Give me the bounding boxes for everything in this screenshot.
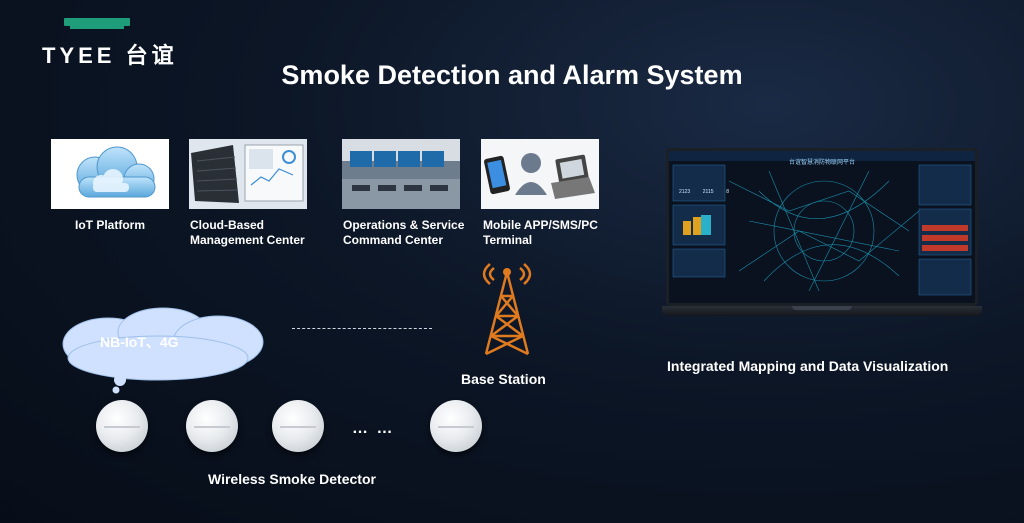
management-center-label: Cloud-Based Management Center <box>190 218 305 247</box>
stat-value: 2115 <box>702 189 714 195</box>
server-icon <box>191 144 304 203</box>
command-center-label: Operations & Service Command Center <box>343 218 465 247</box>
dashboard-title: 台谊智慧消防物联网平台 <box>788 160 855 166</box>
logo-text: TYEE 台谊 <box>42 43 178 68</box>
smoke-detector-icon <box>272 400 324 452</box>
control-room-icon <box>342 139 460 209</box>
base-station-label: Base Station <box>461 371 546 387</box>
network-label: NB-IoT、4G <box>100 334 179 350</box>
smoke-detector-icon <box>430 400 482 452</box>
map-visualization <box>669 151 975 296</box>
devices-icon <box>484 153 595 199</box>
logo-mark <box>64 18 130 29</box>
dashboard-stats: 2123 2115 8 <box>679 189 729 195</box>
smoke-detector-icon <box>186 400 238 452</box>
dashboard-screen: 台谊智慧消防物联网平台 2123 2115 8 <box>666 148 978 306</box>
network-cloud-icon <box>62 307 264 394</box>
stat-value: 8 <box>726 189 729 195</box>
page-title: Smoke Detection and Alarm System <box>281 60 743 90</box>
visualization-label: Integrated Mapping and Data Visualizatio… <box>667 358 949 374</box>
iot-platform-label: IoT Platform <box>75 218 146 232</box>
more-detectors-ellipsis: … … <box>352 420 395 437</box>
command-center-image <box>342 139 460 209</box>
terminal-image <box>481 139 599 209</box>
smoke-detector-icon <box>96 400 148 452</box>
tower-icon <box>482 263 532 356</box>
stat-value: 2123 <box>679 189 691 195</box>
company-logo: TYEE 台谊 <box>42 18 174 68</box>
laptop-base <box>662 306 982 316</box>
management-center-image <box>189 139 307 209</box>
detector-label: Wireless Smoke Detector <box>208 471 376 487</box>
connection-line <box>292 328 432 329</box>
laptop-dashboard: 台谊智慧消防物联网平台 2123 2115 8 <box>662 148 982 330</box>
terminal-label: Mobile APP/SMS/PC Terminal <box>483 218 598 247</box>
iot-platform-image <box>51 139 169 209</box>
cloud-icon <box>76 146 156 198</box>
